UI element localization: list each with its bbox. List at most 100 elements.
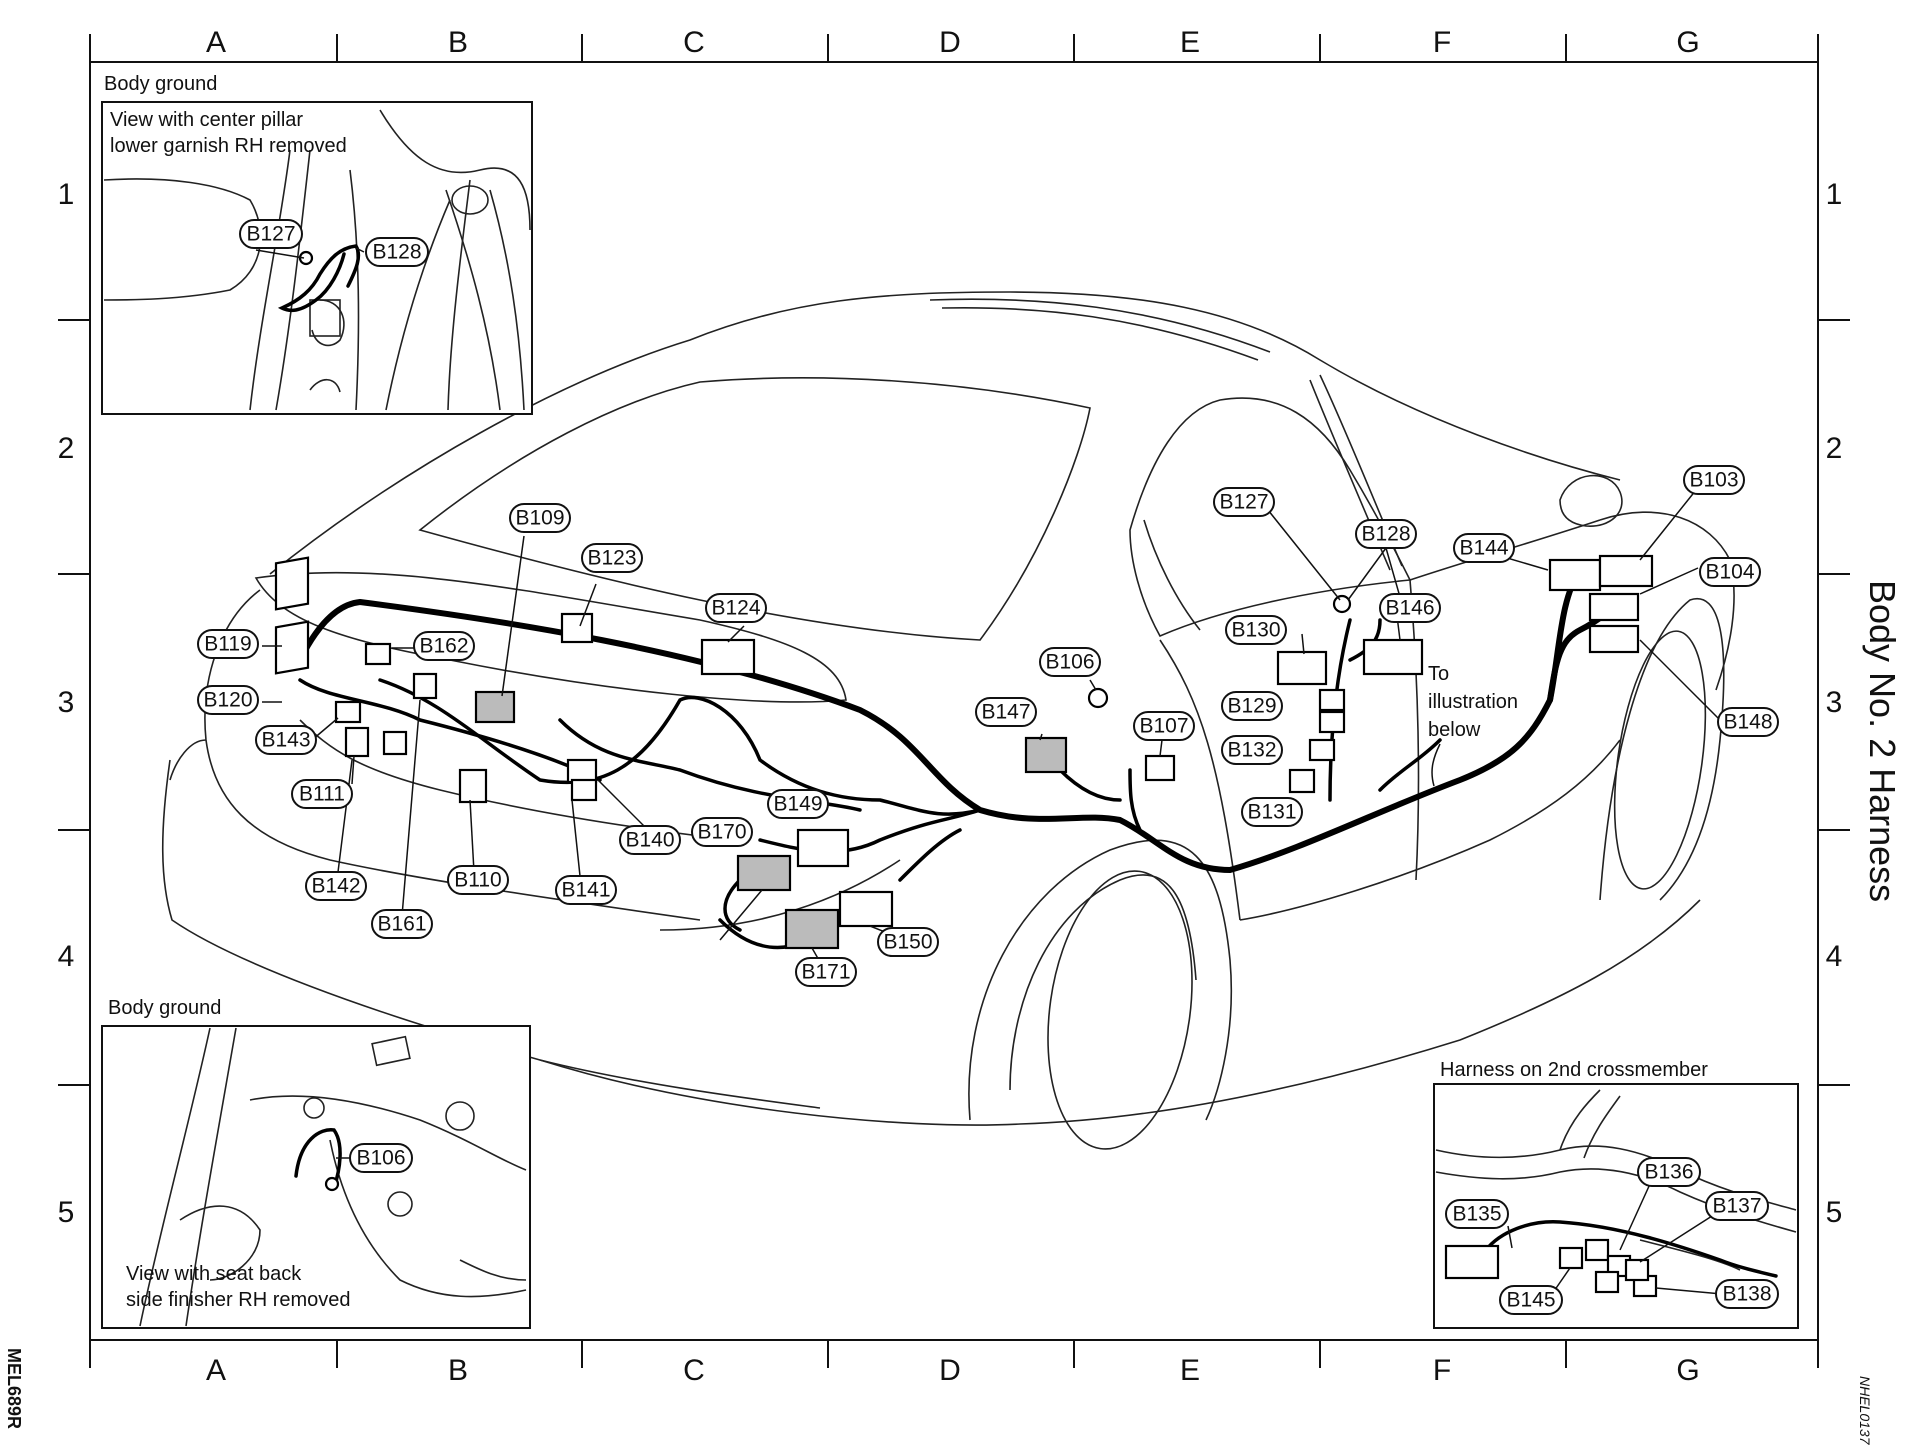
inset-tl-callout-b127-label: B127: [246, 223, 295, 246]
connector-shapes: [274, 554, 1654, 950]
main-callouts: B103 B104 B106 B107 B109 B110 B111 B119 …: [197, 465, 1779, 987]
main-note-line-1: To: [1428, 663, 1449, 685]
callout-b123[interactable]: B123: [581, 543, 643, 573]
callout-b148[interactable]: B148: [1717, 707, 1779, 737]
callout-b124-label: B124: [711, 597, 760, 620]
inset-bottom-right-title: Harness on 2nd crossmember: [1440, 1059, 1708, 1081]
main-note-line-3: below: [1428, 719, 1481, 741]
callout-b129-label: B129: [1227, 695, 1276, 718]
callout-b149-label: B149: [773, 793, 822, 816]
callout-b119[interactable]: B119: [197, 629, 259, 659]
callout-b129[interactable]: B129: [1221, 691, 1283, 721]
callout-b144[interactable]: B144: [1453, 533, 1515, 563]
inset-bl-callout-b106[interactable]: B106: [349, 1143, 413, 1173]
col-label-g: G: [1676, 26, 1699, 59]
figure-code-right: NHEL0137: [1857, 1376, 1873, 1446]
col-label-f-bottom: F: [1433, 1354, 1451, 1387]
callout-b103[interactable]: B103: [1683, 465, 1745, 495]
col-label-b-bottom: B: [448, 1354, 468, 1387]
callout-b171[interactable]: B171: [795, 957, 857, 987]
callout-b162[interactable]: B162: [413, 631, 475, 661]
callout-b140[interactable]: B140: [619, 825, 681, 855]
callout-b149[interactable]: B149: [767, 789, 829, 819]
callout-b141-label: B141: [561, 879, 610, 902]
col-label-b: B: [448, 26, 468, 59]
side-title: Body No. 2 Harness: [1862, 580, 1903, 902]
callout-b127-label: B127: [1219, 491, 1268, 514]
inset-tl-callout-b127[interactable]: B127: [239, 219, 303, 249]
row-label-1: 1: [58, 178, 75, 211]
row-label-3: 3: [58, 686, 75, 719]
callout-b119-label: B119: [204, 633, 252, 656]
row-label-5-right: 5: [1826, 1196, 1843, 1229]
callout-b141[interactable]: B141: [555, 875, 617, 905]
inset-br-callout-b145[interactable]: B145: [1499, 1285, 1563, 1315]
callout-b132[interactable]: B132: [1221, 735, 1283, 765]
col-label-d: D: [939, 26, 961, 59]
inset-top-left-note-2: lower garnish RH removed: [110, 135, 347, 157]
callout-b111-label: B111: [299, 783, 345, 806]
col-label-c-bottom: C: [683, 1354, 705, 1387]
callout-b161[interactable]: B161: [371, 909, 433, 939]
inset-bottom-left-title: Body ground: [108, 997, 221, 1019]
callout-b110[interactable]: B110: [447, 865, 509, 895]
callout-b120[interactable]: B120: [197, 685, 259, 715]
col-label-e-bottom: E: [1180, 1354, 1200, 1387]
callout-b109[interactable]: B109: [509, 503, 571, 533]
callout-b147[interactable]: B147: [975, 697, 1037, 727]
inset-top-left-title: Body ground: [104, 73, 217, 95]
inset-tl-callout-b128[interactable]: B128: [365, 237, 429, 267]
inset-br-callout-b137[interactable]: B137: [1705, 1191, 1769, 1221]
col-label-f: F: [1433, 26, 1451, 59]
row-label-5: 5: [58, 1196, 75, 1229]
callout-b123-label: B123: [587, 547, 636, 570]
inset-br-callout-b145-label: B145: [1506, 1289, 1555, 1312]
callout-b144-label: B144: [1459, 537, 1508, 560]
callout-b130[interactable]: B130: [1225, 615, 1287, 645]
callout-b140-label: B140: [625, 829, 674, 852]
callout-b131[interactable]: B131: [1241, 797, 1303, 827]
callout-b143[interactable]: B143: [255, 725, 317, 755]
callout-b104[interactable]: B104: [1699, 557, 1761, 587]
inset-br-callout-b138[interactable]: B138: [1715, 1279, 1779, 1309]
callout-b142[interactable]: B142: [305, 871, 367, 901]
callout-b150-label: B150: [883, 931, 932, 954]
inset-br-callout-b135[interactable]: B135: [1445, 1199, 1509, 1229]
callout-b150[interactable]: B150: [877, 927, 939, 957]
callout-b128-label: B128: [1361, 523, 1410, 546]
row-label-4: 4: [58, 940, 75, 973]
callout-b106[interactable]: B106: [1039, 647, 1101, 677]
inset-top-left-note-1: View with center pillar: [110, 109, 303, 131]
callout-b128[interactable]: B128: [1355, 519, 1417, 549]
inset-bl-callout-b106-label: B106: [356, 1147, 405, 1170]
callout-b127[interactable]: B127: [1213, 487, 1275, 517]
inset-tl-callout-b128-label: B128: [372, 241, 421, 264]
callout-b170[interactable]: B170: [691, 817, 753, 847]
callout-b146-label: B146: [1385, 597, 1434, 620]
callout-b148-label: B148: [1723, 711, 1772, 734]
row-label-4-right: 4: [1826, 940, 1843, 973]
callout-b124[interactable]: B124: [705, 593, 767, 623]
main-note: To illustration below: [1428, 663, 1518, 787]
inset-br-callout-b136[interactable]: B136: [1637, 1157, 1701, 1187]
callout-b107[interactable]: B107: [1133, 711, 1195, 741]
inset-br-callout-b137-label: B137: [1712, 1195, 1761, 1218]
inset-br-callout-b135-label: B135: [1452, 1203, 1501, 1226]
inset-bottom-left: Body ground B106 View with seat back sid…: [101, 997, 531, 1329]
inset-br-callout-b138-label: B138: [1722, 1283, 1771, 1306]
inset-bottom-left-note-2: side finisher RH removed: [126, 1289, 351, 1311]
callout-b146[interactable]: B146: [1379, 593, 1441, 623]
callout-b170-label: B170: [697, 821, 746, 844]
figure-code-left: MEL689R: [4, 1348, 24, 1429]
row-label-2: 2: [58, 432, 75, 465]
col-label-e: E: [1180, 26, 1200, 59]
callout-b111[interactable]: B111: [291, 779, 353, 809]
callout-b147-label: B147: [981, 701, 1030, 724]
callout-b107-label: B107: [1139, 715, 1188, 738]
column-labels-bottom: A B C D E F G: [206, 1354, 1700, 1387]
callout-b109-label: B109: [515, 507, 564, 530]
row-labels-left: 1 2 3 4 5: [58, 178, 75, 1229]
col-label-a: A: [206, 26, 226, 59]
callout-b131-label: B131: [1247, 801, 1296, 824]
